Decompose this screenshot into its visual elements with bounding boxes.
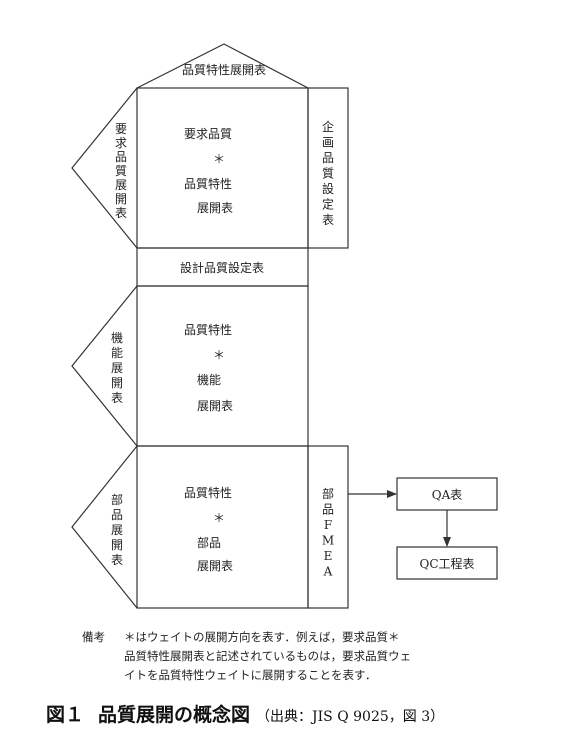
left-triangle-2 bbox=[71, 285, 138, 447]
vertical-char: 表 bbox=[322, 213, 334, 227]
vertical-char: 品 bbox=[322, 503, 334, 517]
box-1-asterisk: ＊ bbox=[213, 152, 225, 166]
figure-title: 品質展開の概念図 bbox=[98, 704, 251, 726]
vertical-char: 開 bbox=[111, 538, 123, 552]
vertical-char: 機 bbox=[111, 330, 123, 345]
vertical-char: 開 bbox=[111, 376, 123, 390]
vertical-char: 表 bbox=[111, 391, 123, 405]
vertical-char: 品 bbox=[111, 508, 123, 522]
vertical-char: 企 bbox=[322, 119, 334, 134]
box-1-line-3: 品質特性 bbox=[184, 176, 232, 191]
vertical-char: 表 bbox=[111, 553, 123, 567]
vertical-char: 部 bbox=[111, 492, 123, 507]
vertical-char: A bbox=[323, 565, 333, 579]
vertical-char: 展 bbox=[115, 178, 127, 192]
note-body: ＊はウェイトの展開方向を表す．例えば，要求品質＊ 品質特性展開表と記述されている… bbox=[124, 628, 520, 685]
box-1-line-4: 展開表 bbox=[197, 201, 233, 215]
vertical-char: F bbox=[324, 518, 332, 532]
vertical-char: 部 bbox=[322, 486, 334, 501]
vertical-char: 画 bbox=[322, 136, 334, 150]
box-3-line-4: 展開表 bbox=[197, 559, 233, 573]
top-roof-shape bbox=[136, 43, 309, 89]
box-2-function-chart bbox=[136, 285, 309, 447]
qc-process-label: QC工程表 bbox=[419, 556, 474, 571]
box-3-line-3: 部品 bbox=[197, 535, 221, 550]
planning-quality-box bbox=[307, 87, 349, 249]
note-line-1: ＊はウェイトの展開方向を表す．例えば，要求品質＊ bbox=[124, 630, 400, 644]
box-3-line-1: 品質特性 bbox=[184, 485, 232, 500]
box-3-asterisk: ＊ bbox=[213, 511, 225, 525]
box-1-line-1: 要求品質 bbox=[184, 126, 232, 141]
left-triangle-1 bbox=[71, 87, 138, 249]
box-3-parts-chart bbox=[136, 445, 309, 609]
note-label: 備考 bbox=[82, 630, 105, 644]
vertical-char: 開 bbox=[115, 192, 127, 206]
vertical-char: 品 bbox=[115, 150, 127, 164]
figure-number: 図１ bbox=[46, 704, 85, 726]
left-triangle-3 bbox=[71, 445, 138, 609]
note-line-2: 品質特性展開表と記述されているものは，要求品質ウェ bbox=[124, 649, 412, 663]
vertical-char: 設 bbox=[322, 181, 334, 196]
figure-caption: 図１ 品質展開の概念図 （出典：JIS Q 9025，図 3） bbox=[46, 700, 444, 727]
vertical-char: 要 bbox=[115, 122, 127, 136]
box-1-quality-chart bbox=[136, 87, 309, 249]
qc-process-box bbox=[396, 546, 498, 580]
box-2-line-1: 品質特性 bbox=[184, 322, 232, 337]
vertical-char: 品 bbox=[322, 151, 334, 165]
vertical-char: 展 bbox=[111, 523, 123, 537]
design-quality-band-label: 設計品質設定表 bbox=[180, 260, 264, 275]
quality-deployment-diagram: 品質特性展開表 設計品質設定表 要求品質 ＊ 品質特性 展開表 品質特性 ＊ 機… bbox=[71, 43, 498, 609]
vertical-char: 質 bbox=[322, 166, 334, 181]
top-roof-label: 品質特性展開表 bbox=[182, 62, 266, 77]
vertical-char: 求 bbox=[115, 136, 127, 150]
qa-table-label: QA表 bbox=[432, 488, 463, 502]
vertical-char: E bbox=[324, 549, 333, 563]
box-2-asterisk: ＊ bbox=[213, 348, 225, 362]
vertical-char: M bbox=[322, 534, 334, 548]
box-2-line-3: 機能 bbox=[197, 372, 221, 387]
parts-fmea-box bbox=[307, 445, 349, 609]
vertical-char: 能 bbox=[111, 346, 123, 360]
vertical-char: 展 bbox=[111, 361, 123, 375]
vertical-char: 定 bbox=[322, 197, 334, 212]
figure-source: （出典：JIS Q 9025，図 3） bbox=[256, 709, 445, 725]
vertical-char: 質 bbox=[115, 163, 127, 178]
box-2-line-4: 展開表 bbox=[197, 399, 233, 413]
vertical-char: 表 bbox=[115, 206, 127, 220]
note-line-3: イトを品質特性ウェイトに展開することを表す． bbox=[124, 668, 377, 682]
